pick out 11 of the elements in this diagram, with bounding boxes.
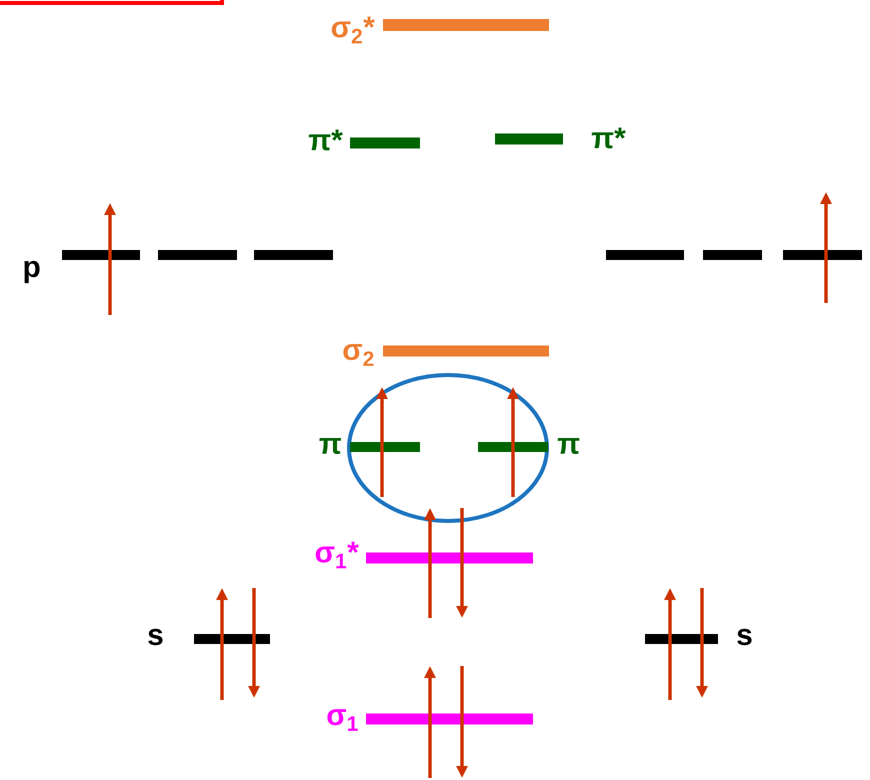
level-label: p (24, 260, 40, 284)
level-label: σ$_{2}$* (332, 16, 375, 44)
level-label: s (737, 628, 752, 646)
level-label: σ$_{2}$ (343, 344, 374, 366)
level-label: π (558, 438, 580, 454)
level-label: π* (592, 128, 626, 148)
level-label: σ$_{1}$ (327, 709, 358, 731)
level-label: s (148, 628, 163, 646)
level-label: π* (308, 130, 343, 150)
level-label: π (320, 438, 341, 454)
level-label: σ$_{1}$* (316, 542, 359, 568)
